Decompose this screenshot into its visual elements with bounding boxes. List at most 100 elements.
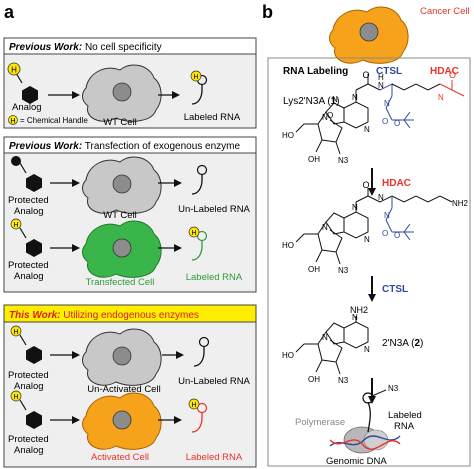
handle-legend: H = Chemical Handle	[8, 115, 88, 125]
svg-text:Lys2'N3A (1): Lys2'N3A (1)	[283, 96, 340, 107]
svg-text:O: O	[362, 180, 369, 190]
svg-text:HO: HO	[282, 241, 294, 250]
svg-text:N: N	[352, 203, 358, 212]
step2-enzyme-label: CTSL	[382, 284, 408, 295]
box2-row2-cell-label: Transfected Cell	[86, 277, 155, 288]
box-previous-work-2: Previous Work: Transfection of exogenous…	[3, 136, 257, 293]
svg-text:N: N	[364, 125, 370, 134]
svg-text:N3: N3	[338, 156, 349, 165]
box3-row1-analog-line2: Analog	[14, 381, 44, 392]
box1-cell-label: WT Cell	[103, 117, 137, 128]
svg-text:H: H	[191, 402, 196, 409]
box1-analog-label: Analog	[12, 102, 42, 113]
svg-text:N: N	[384, 99, 390, 108]
svg-text:N3: N3	[338, 266, 349, 275]
svg-text:N: N	[322, 333, 328, 342]
polymerase-label: Polymerase	[295, 417, 345, 428]
svg-text:OH: OH	[308, 375, 320, 384]
activated-cell-icon	[82, 392, 162, 450]
svg-text:O: O	[382, 117, 388, 126]
compound1-name: Lys2'N3A (	[283, 96, 331, 107]
svg-text:N: N	[438, 93, 444, 102]
svg-text:2'N3A (2): 2'N3A (2)	[382, 338, 423, 349]
svg-text:Previous Work: No cell specifi: Previous Work: No cell specificity	[9, 42, 162, 53]
svg-text:N: N	[378, 193, 384, 202]
svg-text:N: N	[352, 313, 358, 322]
svg-text:H: H	[10, 118, 15, 125]
svg-text:O: O	[449, 70, 456, 80]
labeled-rna-line2: RNA	[394, 421, 415, 432]
svg-text:OH: OH	[308, 155, 320, 164]
box3-row2-cell-label: Activated Cell	[91, 452, 149, 463]
svg-text:H: H	[13, 329, 18, 336]
azide-tag-label: N3	[388, 384, 399, 393]
svg-text:HO: HO	[282, 131, 294, 140]
compound-2-structure: NH2 N N N HO OH N3 2'N3A (2)	[282, 305, 423, 385]
box-previous-work-1: Previous Work: No cell specificity H Ana…	[3, 37, 257, 129]
box2-heading-bold: Previous Work:	[9, 141, 82, 152]
cancer-cell-icon	[329, 6, 409, 64]
svg-text:N: N	[322, 113, 328, 122]
box-this-work: This Work: Utilizing endogenous enzymes …	[3, 304, 257, 468]
svg-text:H: H	[13, 222, 18, 229]
svg-text:O: O	[327, 111, 333, 120]
svg-text:H: H	[193, 74, 198, 81]
protected-analog-icon-3: H	[10, 325, 42, 364]
genomic-dna-label: Genomic DNA	[326, 456, 387, 467]
compound2-name: 2'N3A (	[382, 338, 415, 349]
protected-analog-icon-2: H	[10, 218, 42, 257]
svg-text:H: H	[11, 66, 17, 75]
unlabeled-rna-icon-2	[193, 336, 210, 367]
svg-text:N: N	[384, 211, 390, 220]
svg-text:N: N	[352, 93, 358, 102]
svg-text:O: O	[382, 229, 388, 238]
transfected-cell-icon	[82, 220, 162, 278]
step1-enzyme-label: HDAC	[382, 178, 411, 189]
box1-heading-rest: No cell specificity	[82, 42, 161, 53]
box3-row2-analog-line1: Protected	[8, 434, 49, 445]
svg-text:N: N	[322, 223, 328, 232]
svg-text:O: O	[394, 119, 400, 128]
svg-text:OH: OH	[308, 265, 320, 274]
unactivated-cell-icon	[82, 328, 162, 386]
box2-row1-cell-label: WT Cell	[103, 210, 137, 221]
box1-heading-bold: Previous Work:	[9, 42, 82, 53]
rna-labeling-frame	[267, 57, 471, 467]
svg-text:HO: HO	[282, 351, 294, 360]
wt-cell-icon	[82, 64, 162, 122]
intermediate-structure: O NH2 N N O O N N N HO OH N3	[282, 180, 469, 275]
box2-row1-rna-label: Un-Labeled RNA	[178, 204, 250, 215]
labeled-rna-icon: H	[190, 70, 208, 105]
box2-row2-rna-label: Labeled RNA	[186, 272, 243, 283]
compound2-number: 2	[414, 338, 420, 349]
box3-row2-analog-line2: Analog	[14, 445, 44, 456]
panel-b-letter: b	[262, 2, 273, 22]
svg-text:O: O	[394, 231, 400, 240]
protected-analog-icon-4: H	[10, 390, 42, 429]
cancer-cell-label: Cancer Cell	[420, 6, 470, 17]
box2-row2-analog-line2: Analog	[14, 271, 44, 282]
compound-1-structure: Lys2'N3A (1)	[282, 70, 465, 165]
ctsl-header: CTSL	[376, 66, 402, 77]
nh2-label: NH2	[350, 305, 368, 315]
panel-a-letter: a	[4, 2, 15, 22]
polymerase-complex	[329, 389, 401, 454]
labeled-rna-green-icon: H	[188, 226, 208, 261]
box2-row1-analog-line2: Analog	[14, 206, 44, 217]
box2-row2-analog-line1: Protected	[8, 260, 49, 271]
box2-heading-rest: Transfection of exogenous enzyme	[82, 141, 240, 152]
svg-text:N3: N3	[338, 376, 349, 385]
box2-row1-analog-line1: Protected	[8, 195, 49, 206]
box3-heading-rest: Utilizing endogenous enzymes	[60, 310, 198, 321]
svg-text:N: N	[364, 345, 370, 354]
rna-labeling-title: RNA Labeling	[283, 66, 348, 77]
box3-heading-bold: This Work:	[9, 310, 60, 321]
svg-text:O: O	[362, 70, 369, 80]
hdac-header: HDAC	[430, 66, 459, 77]
svg-text:N: N	[364, 235, 370, 244]
svg-text:H: H	[13, 394, 18, 401]
svg-text:N: N	[378, 81, 384, 90]
svg-text:= Chemical Handle: = Chemical Handle	[20, 116, 88, 125]
compound1-number: 1	[331, 96, 337, 107]
